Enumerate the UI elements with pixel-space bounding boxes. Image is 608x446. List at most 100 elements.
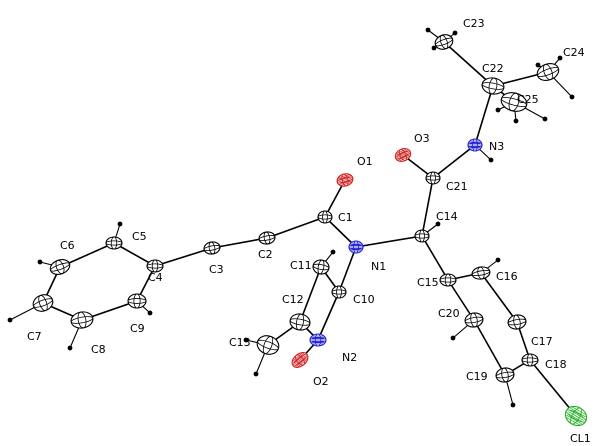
hydrogen-atom xyxy=(452,30,458,36)
atom-cl1 xyxy=(564,405,588,427)
bond-c18-cl1 xyxy=(529,359,577,417)
hydrogen-atom xyxy=(542,116,548,122)
atom-c10 xyxy=(331,285,347,299)
atom-c8 xyxy=(70,311,94,329)
hydrogen-atom xyxy=(557,55,563,61)
atom-label-c20: C20 xyxy=(438,307,460,320)
atom-label-o3: O3 xyxy=(414,132,430,145)
atom-label-c8: C8 xyxy=(91,343,106,356)
hydrogen-atom xyxy=(495,107,501,113)
atom-n1 xyxy=(348,240,364,254)
atom-label-c16: C16 xyxy=(496,270,518,283)
hydrogen-atom xyxy=(435,221,441,227)
hydrogen-atom xyxy=(488,157,494,163)
atom-c12 xyxy=(289,313,311,331)
atom-label-c21: C21 xyxy=(446,180,468,193)
hydrogen-atom xyxy=(117,221,123,227)
atom-label-cl1: CL1 xyxy=(570,432,591,445)
atom-c18 xyxy=(521,353,539,367)
atom-c24 xyxy=(536,63,560,81)
atom-c13 xyxy=(256,335,280,355)
atom-label-c9: C9 xyxy=(130,322,145,335)
bond-c20-c15 xyxy=(447,279,475,321)
atom-label-c22: C22 xyxy=(482,62,504,75)
atom-label-c19: C19 xyxy=(466,370,488,383)
atom-c4 xyxy=(146,259,164,273)
atom-c14 xyxy=(414,229,430,243)
atom-label-c10: C10 xyxy=(353,293,375,306)
bond-c22-n3 xyxy=(474,85,494,146)
atom-label-c25: C25 xyxy=(517,93,539,106)
bond-c23-c22 xyxy=(443,41,494,87)
atom-o3 xyxy=(394,148,412,162)
atom-label-c11: C11 xyxy=(290,259,312,272)
hydrogen-atom xyxy=(513,118,519,124)
atom-label-n3: N3 xyxy=(489,140,504,153)
atom-label-n2: N2 xyxy=(342,351,357,364)
bond-c16-c17 xyxy=(480,272,518,323)
atom-label-c1: C1 xyxy=(338,211,353,224)
bond-n3-c21 xyxy=(432,144,476,179)
atom-label-o2: O2 xyxy=(313,375,329,388)
atom-label-c13: C13 xyxy=(229,336,251,349)
bond-n1-c1 xyxy=(324,216,357,248)
hydrogen-atom xyxy=(330,249,336,255)
atom-c19 xyxy=(495,367,515,383)
atom-label-c15: C15 xyxy=(417,276,439,289)
hydrogen-atom xyxy=(425,27,431,33)
atom-c7 xyxy=(32,294,54,312)
hydrogen-atom xyxy=(495,257,501,263)
bond-c3-c4 xyxy=(154,247,213,267)
atom-c20 xyxy=(464,312,484,328)
atom-label-c14: C14 xyxy=(436,210,458,223)
atom-label-n1: N1 xyxy=(371,260,386,273)
atom-label-c7: C7 xyxy=(27,330,42,343)
hydrogen-atom xyxy=(243,337,249,343)
atom-c25 xyxy=(500,92,528,112)
atom-n2 xyxy=(309,333,327,347)
bond-n1-c10 xyxy=(338,246,357,293)
bond-c19-c20 xyxy=(473,319,506,376)
bond-n2-c10 xyxy=(317,291,340,341)
atom-c6 xyxy=(49,259,71,275)
atom-label-c3: C3 xyxy=(209,263,224,276)
atom-c3 xyxy=(203,241,221,255)
bond-c1-c2 xyxy=(266,216,326,239)
atom-o2 xyxy=(291,352,309,368)
atom-label-c6: C6 xyxy=(60,239,75,252)
hydrogen-atom xyxy=(147,310,153,316)
atom-label-c23: C23 xyxy=(463,17,485,30)
hydrogen-atom xyxy=(569,94,575,100)
atom-c21 xyxy=(425,171,441,185)
atom-c2 xyxy=(258,231,276,245)
hydrogen-atom xyxy=(535,62,541,68)
bond-c14-n1 xyxy=(355,235,423,248)
bond-c2-c3 xyxy=(211,237,268,249)
atom-label-c4: C4 xyxy=(148,271,163,284)
atom-c23 xyxy=(434,34,454,50)
hydrogen-atom xyxy=(67,345,73,351)
bond-c11-c12 xyxy=(299,266,322,323)
hydrogen-atom xyxy=(37,259,43,265)
atom-c11 xyxy=(312,259,330,275)
atom-c17 xyxy=(507,314,527,330)
atom-label-c18: C18 xyxy=(545,358,567,371)
hydrogen-atom xyxy=(510,402,516,408)
atom-n3 xyxy=(467,138,483,152)
hydrogen-atom xyxy=(7,317,13,323)
atom-c22 xyxy=(481,77,505,95)
atom-label-c12: C12 xyxy=(282,293,304,306)
atom-c9 xyxy=(127,293,147,309)
atom-c5 xyxy=(105,236,123,250)
atom-label-c17: C17 xyxy=(531,335,553,348)
hydrogen-atom xyxy=(253,371,259,377)
atom-label-c24: C24 xyxy=(563,46,585,59)
hydrogen-atom xyxy=(431,45,437,51)
atom-label-o1: O1 xyxy=(357,155,373,168)
atom-label-c5: C5 xyxy=(132,230,147,243)
atom-label-c2: C2 xyxy=(258,248,273,261)
atom-c1 xyxy=(317,210,333,224)
hydrogen-atom xyxy=(450,335,456,341)
